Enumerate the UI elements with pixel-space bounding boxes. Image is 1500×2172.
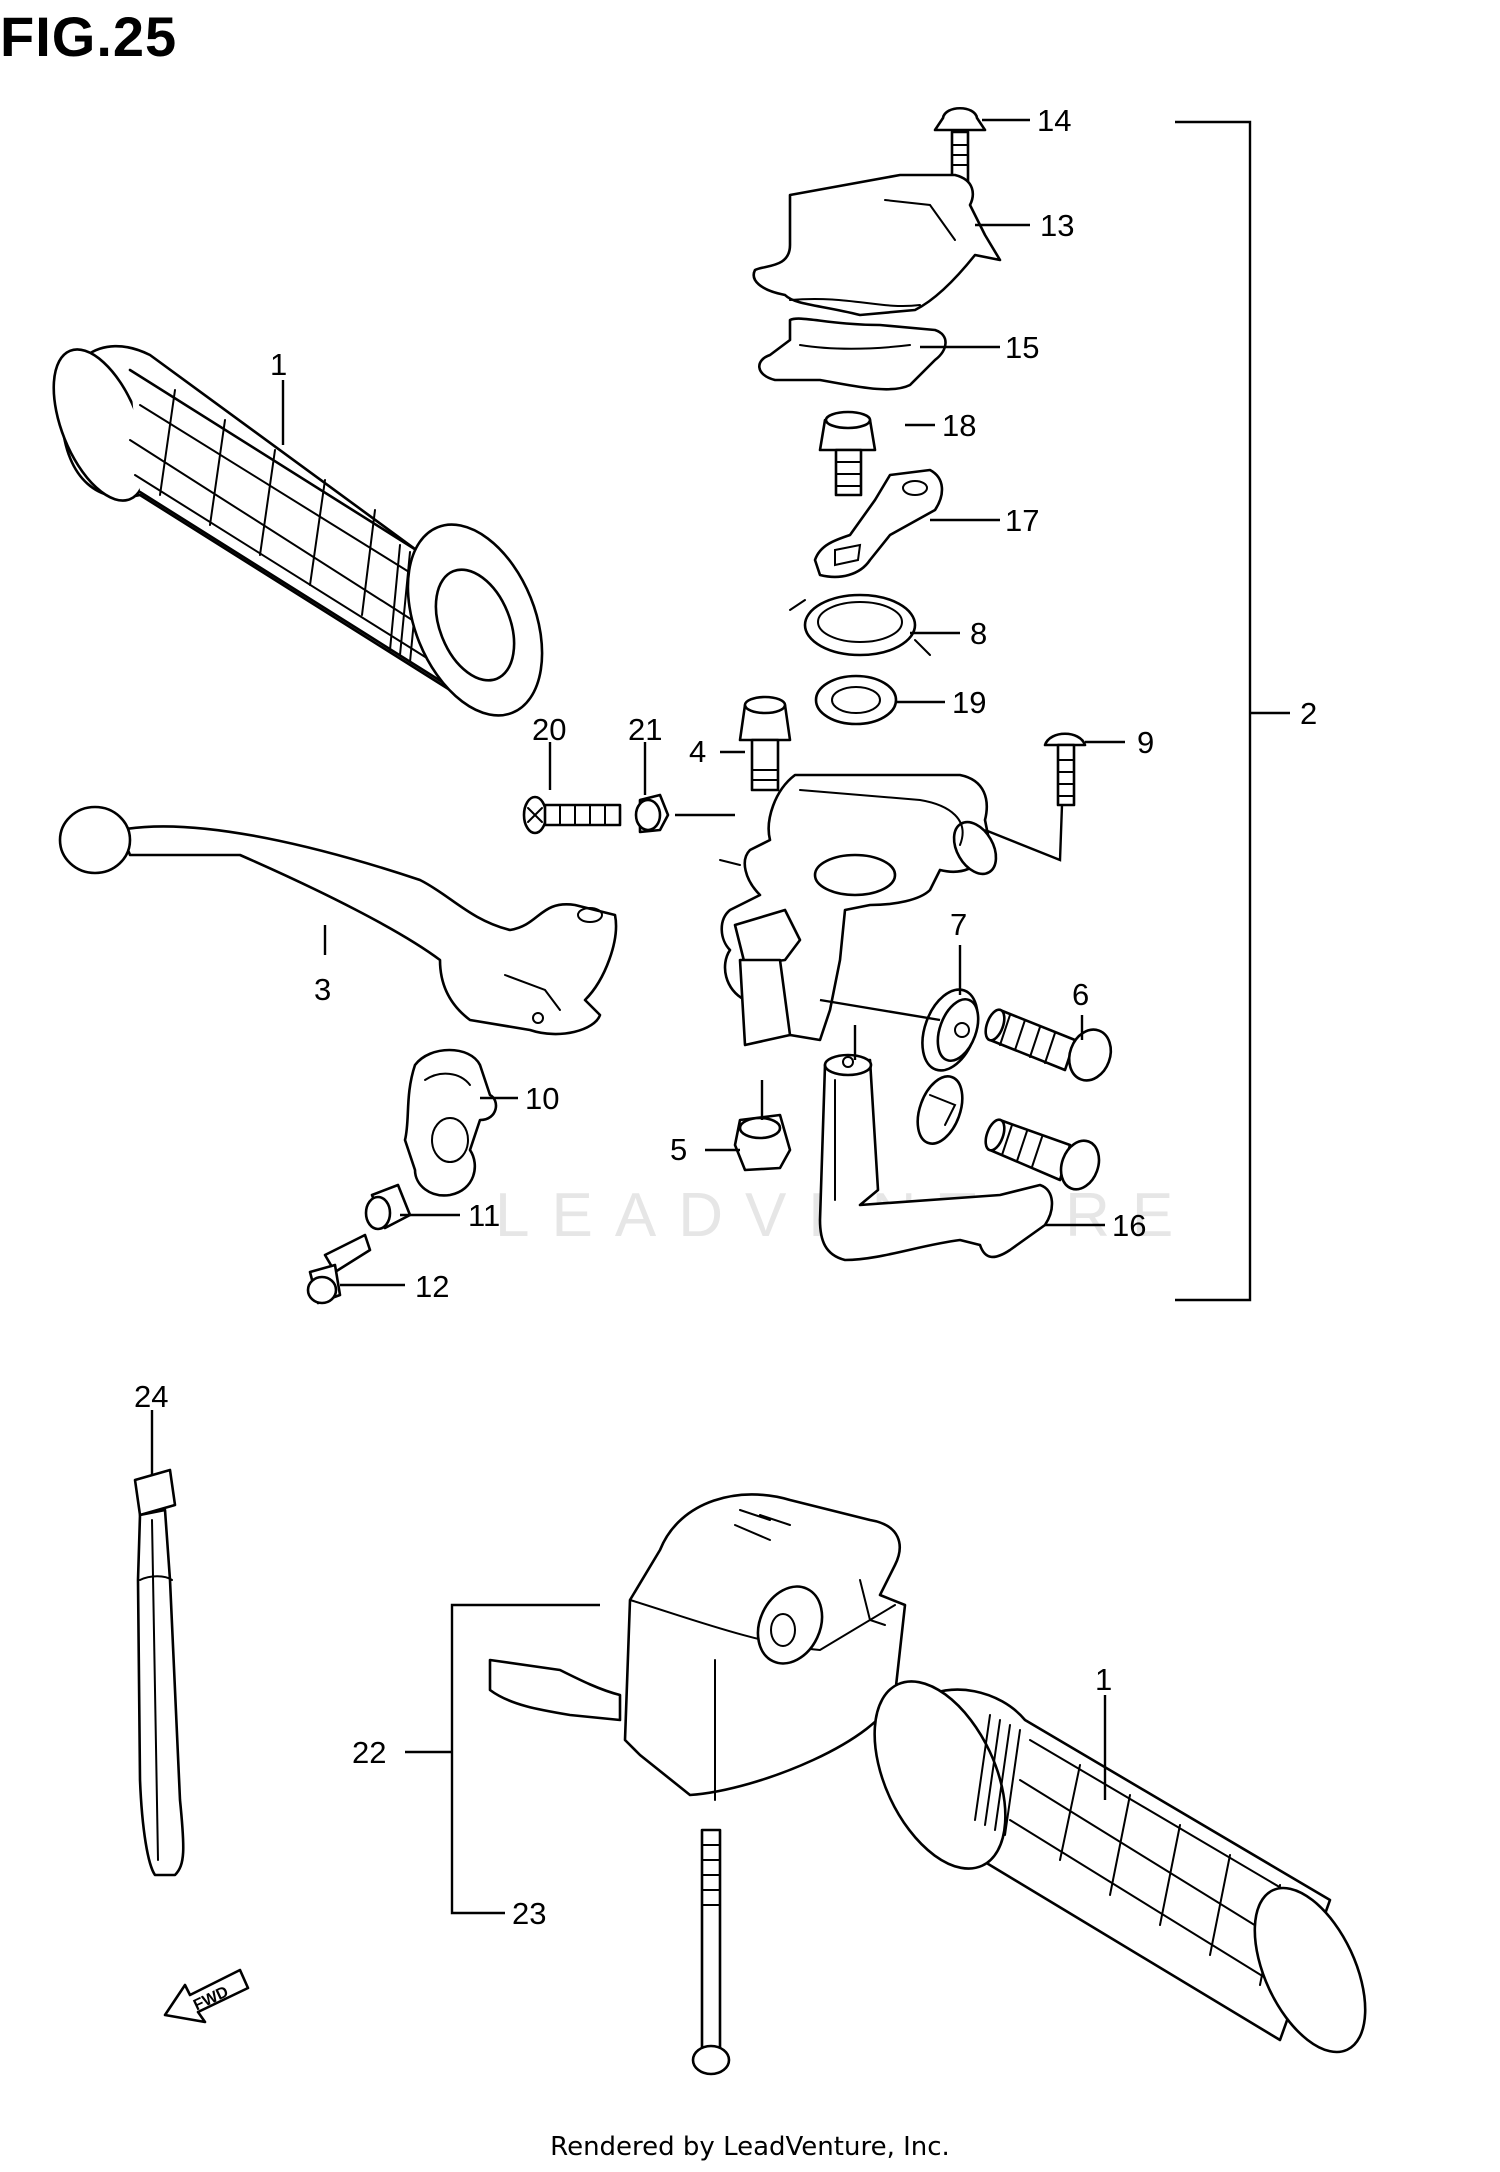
callout-1-top: 1 bbox=[270, 347, 287, 382]
part-12-bolt[interactable] bbox=[306, 1233, 372, 1305]
part-5-nut[interactable] bbox=[733, 1113, 792, 1172]
part-21-nut[interactable] bbox=[634, 793, 670, 834]
part-15-gasket[interactable] bbox=[758, 317, 947, 391]
part-13-cover[interactable] bbox=[752, 173, 1002, 317]
callout-11: 11 bbox=[468, 1198, 500, 1233]
part-16-bracket[interactable] bbox=[818, 1053, 1054, 1262]
callout-18: 18 bbox=[942, 408, 976, 443]
part-11-collar[interactable] bbox=[364, 1183, 412, 1231]
callout-1-bottom: 1 bbox=[1095, 1662, 1112, 1697]
master-cylinder-body[interactable] bbox=[719, 773, 1005, 1047]
callout-6: 6 bbox=[1072, 977, 1089, 1012]
assembly-2-bracket bbox=[1175, 120, 1252, 1302]
callout-22: 22 bbox=[352, 1735, 386, 1770]
part-20-bolt[interactable] bbox=[522, 795, 622, 835]
part-7-adjuster[interactable] bbox=[909, 982, 988, 1150]
part-1-grip-bottom[interactable] bbox=[848, 1661, 1388, 2069]
part-1-grip-top[interactable] bbox=[35, 337, 568, 736]
callout-9: 9 bbox=[1137, 725, 1154, 760]
callout-23: 23 bbox=[512, 1896, 546, 1931]
callout-12: 12 bbox=[415, 1269, 449, 1304]
callout-14: 14 bbox=[1037, 103, 1071, 138]
fwd-arrow-icon: FWD bbox=[163, 1968, 250, 2024]
part-19-washer[interactable] bbox=[814, 674, 898, 726]
part-22-switch-housing[interactable] bbox=[488, 1493, 907, 1801]
callout-4: 4 bbox=[689, 734, 706, 769]
callout-24: 24 bbox=[134, 1379, 168, 1414]
footer-credit: Rendered by LeadVenture, Inc. bbox=[550, 2132, 950, 2162]
callout-20: 20 bbox=[532, 712, 566, 747]
callout-2: 2 bbox=[1300, 696, 1317, 731]
part-24-cable-tie[interactable] bbox=[133, 1468, 185, 1877]
figure-title: FIG.25 bbox=[0, 5, 178, 68]
callout-15: 15 bbox=[1005, 330, 1039, 365]
part-18-bolt[interactable] bbox=[818, 410, 877, 497]
part-4-pivot-bolt[interactable] bbox=[738, 695, 792, 792]
callout-3: 3 bbox=[314, 972, 331, 1007]
callout-13: 13 bbox=[1040, 208, 1074, 243]
assembly-22-bracket bbox=[450, 1603, 600, 1915]
part-8-spring[interactable] bbox=[789, 593, 931, 657]
callout-21: 21 bbox=[628, 712, 662, 747]
part-17-bracket[interactable] bbox=[813, 468, 944, 579]
callout-labels: 1 2 3 4 5 6 7 8 9 10 11 12 13 14 15 16 1… bbox=[134, 103, 1317, 1931]
callout-7: 7 bbox=[950, 907, 967, 942]
callout-17: 17 bbox=[1005, 503, 1039, 538]
callout-10: 10 bbox=[525, 1081, 559, 1116]
part-23-screw[interactable] bbox=[691, 1828, 731, 2076]
part-3-lever[interactable] bbox=[58, 805, 618, 1036]
part-9-screw[interactable] bbox=[1043, 732, 1087, 807]
leader-lines bbox=[150, 118, 1125, 1800]
part-10-clamp[interactable] bbox=[403, 1048, 498, 1197]
part-6-adjuster-bolt[interactable] bbox=[982, 1007, 1118, 1194]
callout-8: 8 bbox=[970, 616, 987, 651]
callout-5: 5 bbox=[670, 1132, 687, 1167]
callout-16: 16 bbox=[1112, 1208, 1146, 1243]
callout-19: 19 bbox=[952, 685, 986, 720]
part-14-screw[interactable] bbox=[933, 106, 987, 184]
